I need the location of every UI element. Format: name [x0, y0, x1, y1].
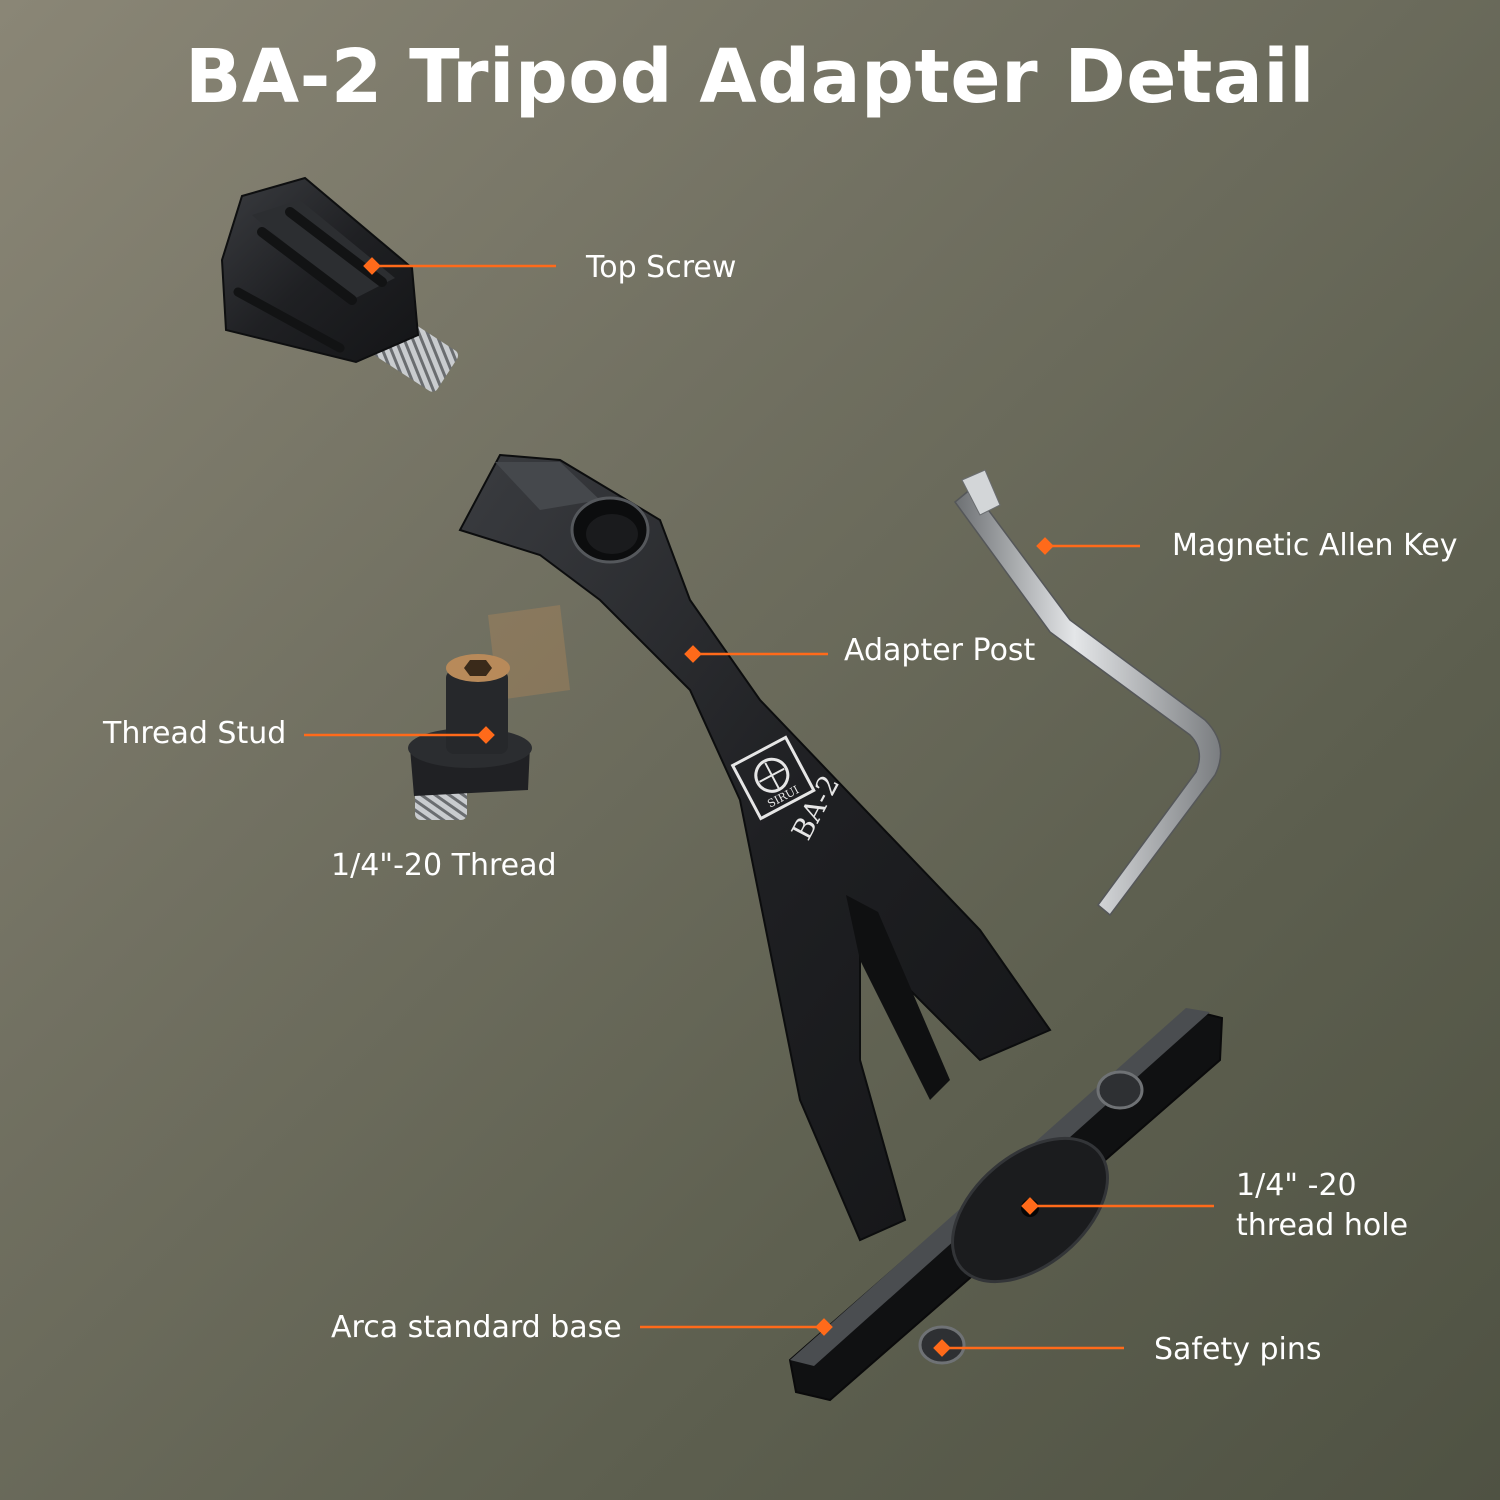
label-safety-pins: Safety pins [1154, 1332, 1322, 1367]
label-magnetic-allen-key: Magnetic Allen Key [1172, 528, 1458, 563]
callout-lines [304, 257, 1214, 1357]
magnetic-allen-key [953, 469, 1222, 917]
label-top-screw: Top Screw [586, 250, 737, 285]
adapter-post [458, 453, 1052, 1242]
label-arca-base: Arca standard base [331, 1310, 622, 1345]
label-thread-hole-line1: 1/4" -20 [1236, 1168, 1357, 1203]
page-title: BA-2 Tripod Adapter Detail [184, 34, 1315, 120]
top-screw [220, 176, 459, 392]
label-quarter-thread: 1/4"-20 Thread [331, 848, 557, 883]
label-thread-stud: Thread Stud [103, 716, 287, 751]
label-thread-hole-line2: thread hole [1236, 1208, 1409, 1243]
label-adapter-post: Adapter Post [844, 633, 1036, 668]
thread-stud [408, 605, 570, 820]
